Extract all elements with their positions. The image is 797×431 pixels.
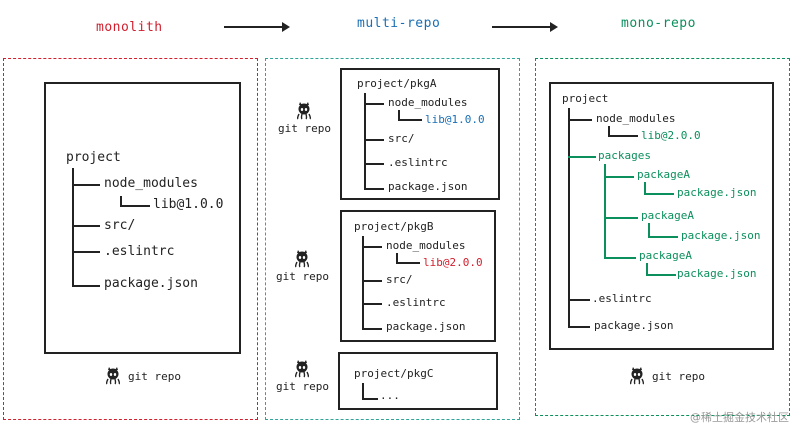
arrow-right-icon [492,22,558,32]
mono-package-a-1-json: package.json [677,186,757,199]
multi-repo-container [265,58,520,420]
mono-lib: lib@2.0.0 [641,129,701,142]
pkgB-eslintrc: .eslintrc [386,296,446,309]
pkgC-box [338,352,498,410]
monolith-title: monolith [96,20,163,35]
mono-package-a-3-json: package.json [677,267,757,280]
mono-node-modules: node_modules [596,112,676,125]
monolith-container [3,58,258,420]
github-octocat-icon [295,360,310,378]
mono-package-a-2: packageA [641,209,694,222]
tree-node-src: src/ [104,218,136,233]
git-repo-label: git repo [276,360,329,393]
arrow-right-icon [224,22,290,32]
pkgA-eslintrc: .eslintrc [388,156,448,169]
mono-package-a-1: packageA [637,168,690,181]
mono-root-project: project [562,92,609,105]
tree-node-node-modules: node_modules [104,176,198,191]
tree-root-project: project [66,150,121,165]
pkgC-ellipsis: ... [380,389,400,402]
mono-packages: packages [598,149,651,162]
tree-node-package-json: package.json [104,276,198,291]
git-repo-label: git repo [104,367,181,385]
pkgB-lib: lib@2.0.0 [423,256,483,269]
pkgA-package-json: package.json [388,180,468,193]
mono-repo-container [535,58,790,416]
mono-package-a-3: packageA [639,249,692,262]
tree-node-lib: lib@1.0.0 [153,197,224,212]
pkgB-node-modules: node_modules [386,239,466,252]
mono-eslintrc: .eslintrc [592,292,652,305]
mono-repo-title: mono-repo [621,16,696,31]
git-repo-label: git repo [276,250,329,283]
pkgA-src: src/ [388,132,415,145]
mono-package-a-2-json: package.json [681,229,761,242]
pkgA-title: project/pkgA [357,77,437,90]
tree-node-eslintrc: .eslintrc [104,244,175,259]
git-repo-label: git repo [278,102,331,135]
github-octocat-icon [105,367,121,385]
pkgA-node-modules: node_modules [388,96,468,109]
pkgB-title: project/pkgB [354,220,434,233]
mono-package-json: package.json [594,319,674,332]
github-octocat-icon [295,250,310,268]
git-repo-label: git repo [628,367,705,385]
mono-project-box [549,82,774,350]
multi-repo-title: multi-repo [357,16,441,31]
pkgB-package-json: package.json [386,320,466,333]
pkgB-box [340,210,496,342]
pkgB-src: src/ [386,273,413,286]
github-octocat-icon [629,367,645,385]
pkgA-box [340,68,500,200]
pkgC-title: project/pkgC [354,367,434,380]
github-octocat-icon [297,102,312,120]
pkgA-lib: lib@1.0.0 [425,113,485,126]
watermark: @稀土掘金技术社区 [690,411,789,424]
monolith-project-box [44,82,241,354]
